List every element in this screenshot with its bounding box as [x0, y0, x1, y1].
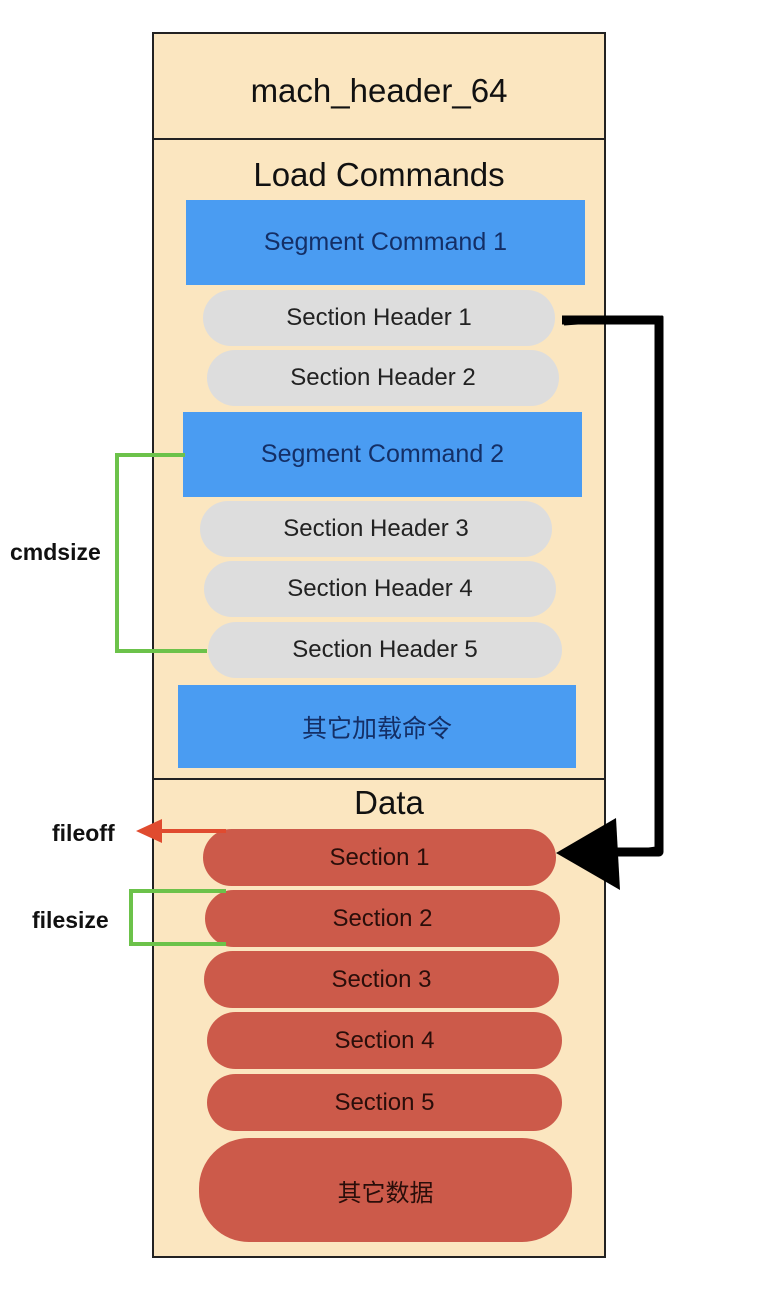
data-section-3: Section 3 [204, 951, 559, 1008]
section-header-2: Section Header 2 [207, 350, 559, 406]
data-title: Data [354, 784, 424, 821]
cmdsize-bracket [115, 453, 207, 653]
mach-header-title: mach_header_64 [250, 72, 508, 109]
data-section-2: Section 2 [205, 890, 560, 947]
fileoff-label: fileoff [52, 820, 115, 846]
data-section-4: Section 4 [207, 1012, 562, 1069]
other-data: 其它数据 [199, 1138, 572, 1242]
segment-command-1: Segment Command 1 [186, 200, 585, 285]
load-commands-title: Load Commands [253, 156, 505, 193]
segment-command-2: Segment Command 2 [183, 412, 582, 497]
data-section-1: Section 1 [203, 829, 556, 886]
other-load-commands: 其它加载命令 [178, 685, 576, 768]
data-section-5: Section 5 [207, 1074, 562, 1131]
section-link-arrow [556, 315, 664, 890]
section-header-4: Section Header 4 [204, 561, 556, 617]
filesize-bracket [129, 889, 226, 946]
filesize-label: filesize [32, 907, 109, 933]
data-divider [152, 778, 606, 780]
section-header-5: Section Header 5 [208, 622, 562, 678]
section-header-3: Section Header 3 [200, 501, 552, 557]
cmdsize-label: cmdsize [10, 539, 101, 565]
fileoff-arrow-head [136, 819, 162, 843]
header-divider [152, 138, 606, 140]
section-header-1: Section Header 1 [203, 290, 555, 346]
